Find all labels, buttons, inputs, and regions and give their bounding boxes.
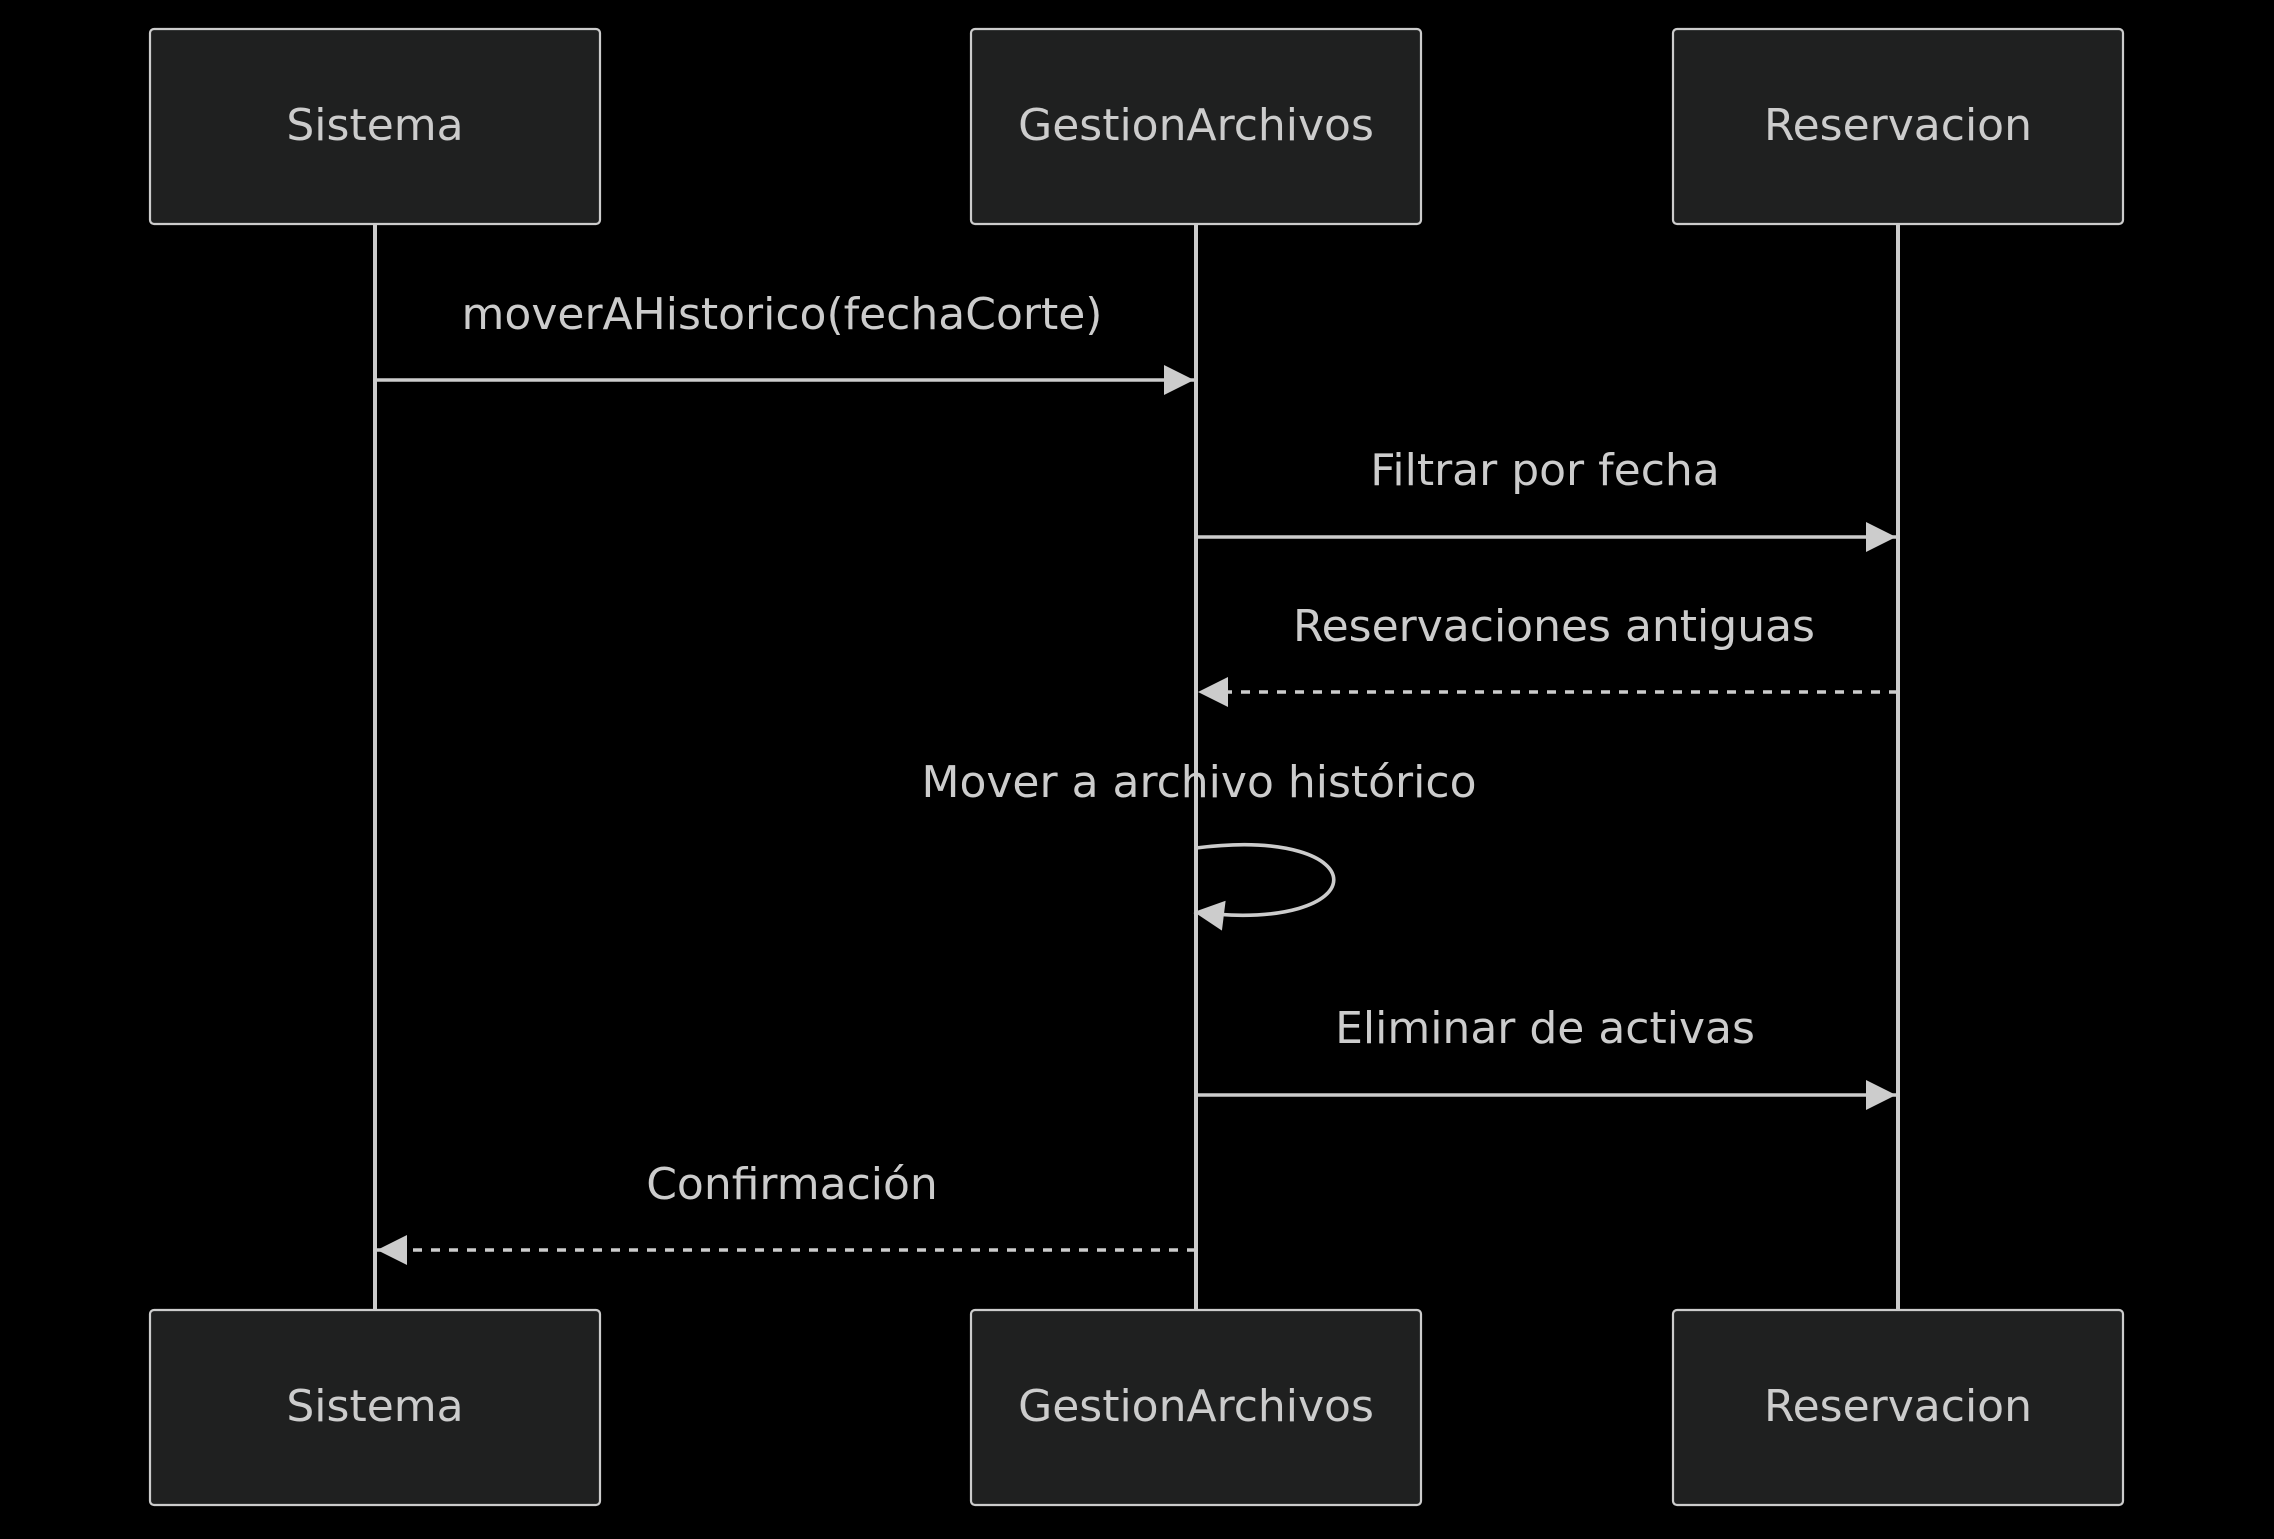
actors-top: Sistema GestionArchivos Reservacion [148,27,2125,226]
actors-bottom: Sistema GestionArchivos Reservacion [148,1308,2125,1507]
actor-sistema-bottom[interactable]: Sistema [148,1308,602,1507]
message-mover-a-historico[interactable]: moverAHistorico(fechaCorte) [375,289,1194,395]
actor-label: GestionArchivos [1018,100,1374,151]
message-label: Reservaciones antiguas [1293,601,1815,652]
message-reservaciones-antiguas[interactable]: Reservaciones antiguas [1198,601,1898,707]
actor-gestion-archivos-top[interactable]: GestionArchivos [969,27,1423,226]
messages: moverAHistorico(fechaCorte) Filtrar por … [375,289,1898,1265]
message-label: Filtrar por fecha [1370,445,1719,496]
message-label: Eliminar de activas [1335,1003,1755,1054]
message-eliminar-de-activas[interactable]: Eliminar de activas [1196,1003,1896,1110]
actor-sistema-top[interactable]: Sistema [148,27,602,226]
message-label: Confirmación [646,1159,938,1210]
message-label: moverAHistorico(fechaCorte) [462,289,1103,340]
message-filtrar-por-fecha[interactable]: Filtrar por fecha [1196,445,1896,552]
actor-label: Sistema [286,1381,463,1432]
actor-reservacion-bottom[interactable]: Reservacion [1671,1308,2125,1507]
actor-reservacion-top[interactable]: Reservacion [1671,27,2125,226]
actor-label: Reservacion [1764,1381,2032,1432]
message-label: Mover a archivo histórico [922,757,1477,808]
actor-label: GestionArchivos [1018,1381,1374,1432]
message-self-loop-arrow [1193,843,1336,931]
message-confirmacion[interactable]: Confirmación [377,1159,1196,1265]
actor-label: Sistema [286,100,463,151]
actor-gestion-archivos-bottom[interactable]: GestionArchivos [969,1308,1423,1507]
message-mover-a-archivo-historico[interactable]: Mover a archivo histórico [922,757,1477,931]
lifelines [373,224,1900,1310]
actor-label: Reservacion [1764,100,2032,151]
